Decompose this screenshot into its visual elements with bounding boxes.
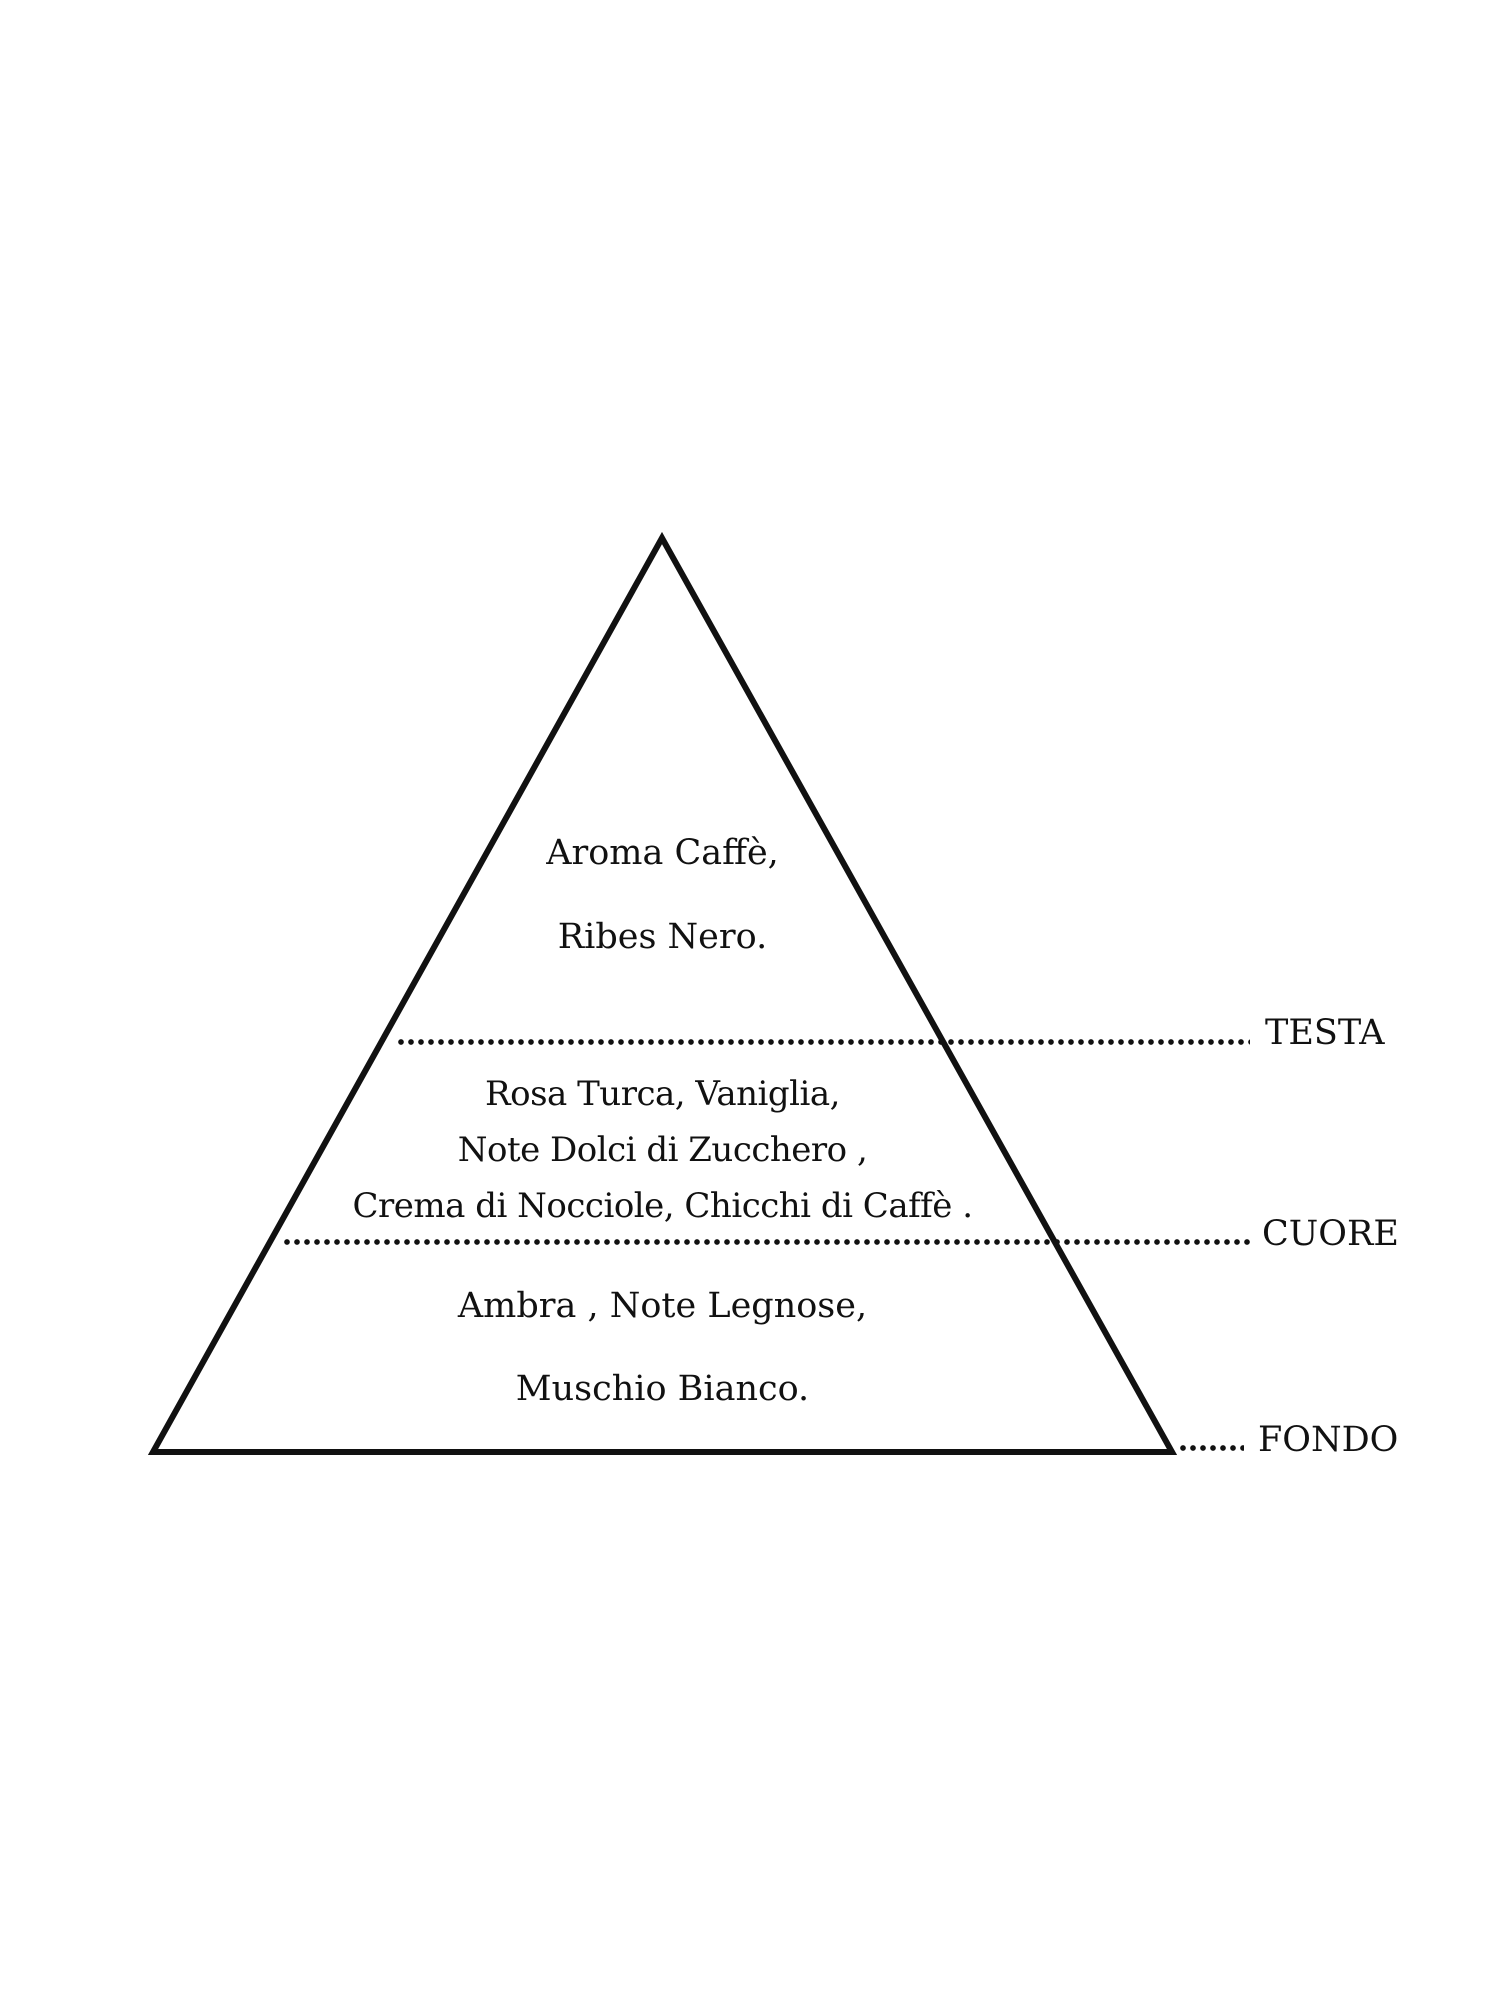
cuore-note: Note Dolci di Zucchero , bbox=[457, 1130, 868, 1170]
level-label-cuore: CUORE bbox=[1262, 1214, 1399, 1254]
level-label-fondo: FONDO bbox=[1258, 1420, 1399, 1460]
testa-note: Aroma Caffè, bbox=[546, 833, 779, 873]
testa-note: Ribes Nero. bbox=[557, 917, 768, 957]
fondo-note: Muschio Bianco. bbox=[515, 1369, 810, 1409]
fondo-leader-line bbox=[1178, 1444, 1244, 1452]
cuore-divider-line bbox=[282, 1238, 1250, 1246]
level-label-testa: TESTA bbox=[1265, 1013, 1385, 1053]
cuore-note: Crema di Nocciole, Chicchi di Caffè . bbox=[352, 1186, 974, 1226]
cuore-note: Rosa Turca, Vaniglia, bbox=[485, 1074, 840, 1114]
testa-divider-line bbox=[396, 1038, 1250, 1046]
fondo-note: Ambra , Note Legnose, bbox=[457, 1286, 868, 1326]
pyramid-triangle bbox=[147, 531, 1178, 1455]
